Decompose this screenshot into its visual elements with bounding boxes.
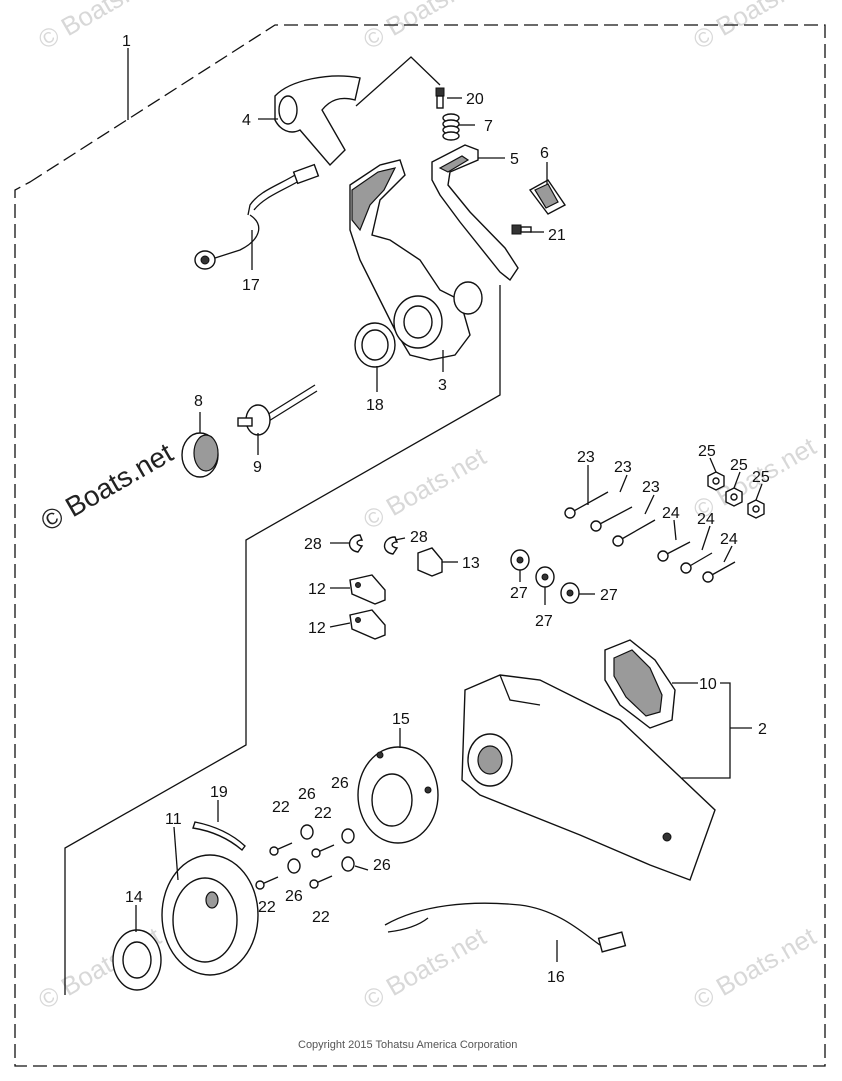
label-24b: 24 (697, 511, 715, 528)
label-28b: 28 (410, 529, 428, 546)
label-25c: 25 (752, 469, 770, 486)
part-16-cable (384, 902, 627, 953)
part-labels: 1 4 20 7 5 6 21 17 3 18 8 9 23 23 23 24 … (122, 33, 770, 986)
part-9-shaft (237, 384, 318, 436)
label-12a: 12 (308, 581, 326, 598)
parts-25-nuts (707, 471, 765, 519)
label-27b: 27 (535, 613, 553, 630)
label-6: 6 (540, 145, 549, 162)
label-9: 9 (253, 459, 262, 476)
part-19-strip (192, 821, 246, 852)
part-3-lever-arm (349, 159, 483, 361)
parts-28-clips (348, 534, 399, 555)
leader-lines (127, 48, 763, 962)
label-28a: 28 (304, 536, 322, 553)
part-8-knob (181, 432, 219, 478)
watermark-top-left: © Boats.net (33, 0, 167, 55)
label-25b: 25 (730, 457, 748, 474)
part-4-grip (274, 75, 361, 167)
label-1: 1 (122, 33, 131, 50)
label-26d: 26 (285, 888, 303, 905)
label-5: 5 (510, 151, 519, 168)
label-22d: 22 (312, 909, 330, 926)
part-2-housing (461, 674, 716, 881)
part-12-links (349, 574, 386, 640)
watermark-bold: © Boats.net (36, 437, 179, 537)
label-7: 7 (484, 118, 493, 135)
label-27c: 27 (600, 587, 618, 604)
watermark-bottom-right: © Boats.net (688, 921, 822, 1015)
label-22c: 22 (258, 899, 276, 916)
label-26b: 26 (331, 775, 349, 792)
part-21-screw (511, 224, 532, 235)
watermark-top-right: © Boats.net (688, 0, 822, 55)
assembly-frame (14, 24, 826, 1067)
copyright-text: Copyright 2015 Tohatsu America Corporati… (298, 1039, 517, 1051)
label-21: 21 (548, 227, 566, 244)
label-14: 14 (125, 889, 143, 906)
watermark-bottom-center: © Boats.net (358, 921, 492, 1015)
label-26c: 26 (373, 857, 391, 874)
label-26a: 26 (298, 786, 316, 803)
parts-23-screws (564, 491, 656, 547)
part-14-ring (112, 929, 162, 991)
label-2: 2 (758, 721, 767, 738)
label-23a: 23 (577, 449, 595, 466)
watermark-top-center: © Boats.net (358, 0, 492, 55)
part-10-gasket (604, 639, 676, 729)
watermark-mid-center: © Boats.net (358, 441, 492, 535)
label-3: 3 (438, 377, 447, 394)
parts-26-washers (287, 824, 355, 874)
label-24a: 24 (662, 505, 680, 522)
part-7-spring (442, 113, 460, 141)
label-22a: 22 (272, 799, 290, 816)
label-23c: 23 (642, 479, 660, 496)
label-8: 8 (194, 393, 203, 410)
label-24c: 24 (720, 531, 738, 548)
label-17: 17 (242, 277, 260, 294)
label-10: 10 (699, 676, 717, 693)
label-13: 13 (462, 555, 480, 572)
label-19: 19 (210, 784, 228, 801)
label-27a: 27 (510, 585, 528, 602)
label-20: 20 (466, 91, 484, 108)
part-18-washer (354, 322, 396, 368)
label-25a: 25 (698, 443, 716, 460)
part-6-plate (528, 179, 567, 215)
label-15: 15 (392, 711, 410, 728)
label-4: 4 (242, 112, 251, 129)
part-20-screw (435, 87, 445, 109)
label-23b: 23 (614, 459, 632, 476)
label-16: 16 (547, 969, 565, 986)
part-5-lock-lever (431, 144, 519, 282)
part-13-block (417, 547, 443, 577)
parts-27-washers (510, 549, 580, 604)
label-18: 18 (366, 397, 384, 414)
label-12b: 12 (308, 620, 326, 637)
part-11-cover (161, 854, 259, 976)
part-15-plate (357, 746, 439, 844)
parts-24-screws (657, 541, 736, 583)
label-11: 11 (165, 811, 182, 828)
label-22b: 22 (314, 805, 332, 822)
parts-22-screws (255, 842, 335, 890)
part-17-harness (194, 163, 320, 270)
watermarks: © Boats.net © Boats.net © Boats.net © Bo… (33, 0, 822, 1015)
